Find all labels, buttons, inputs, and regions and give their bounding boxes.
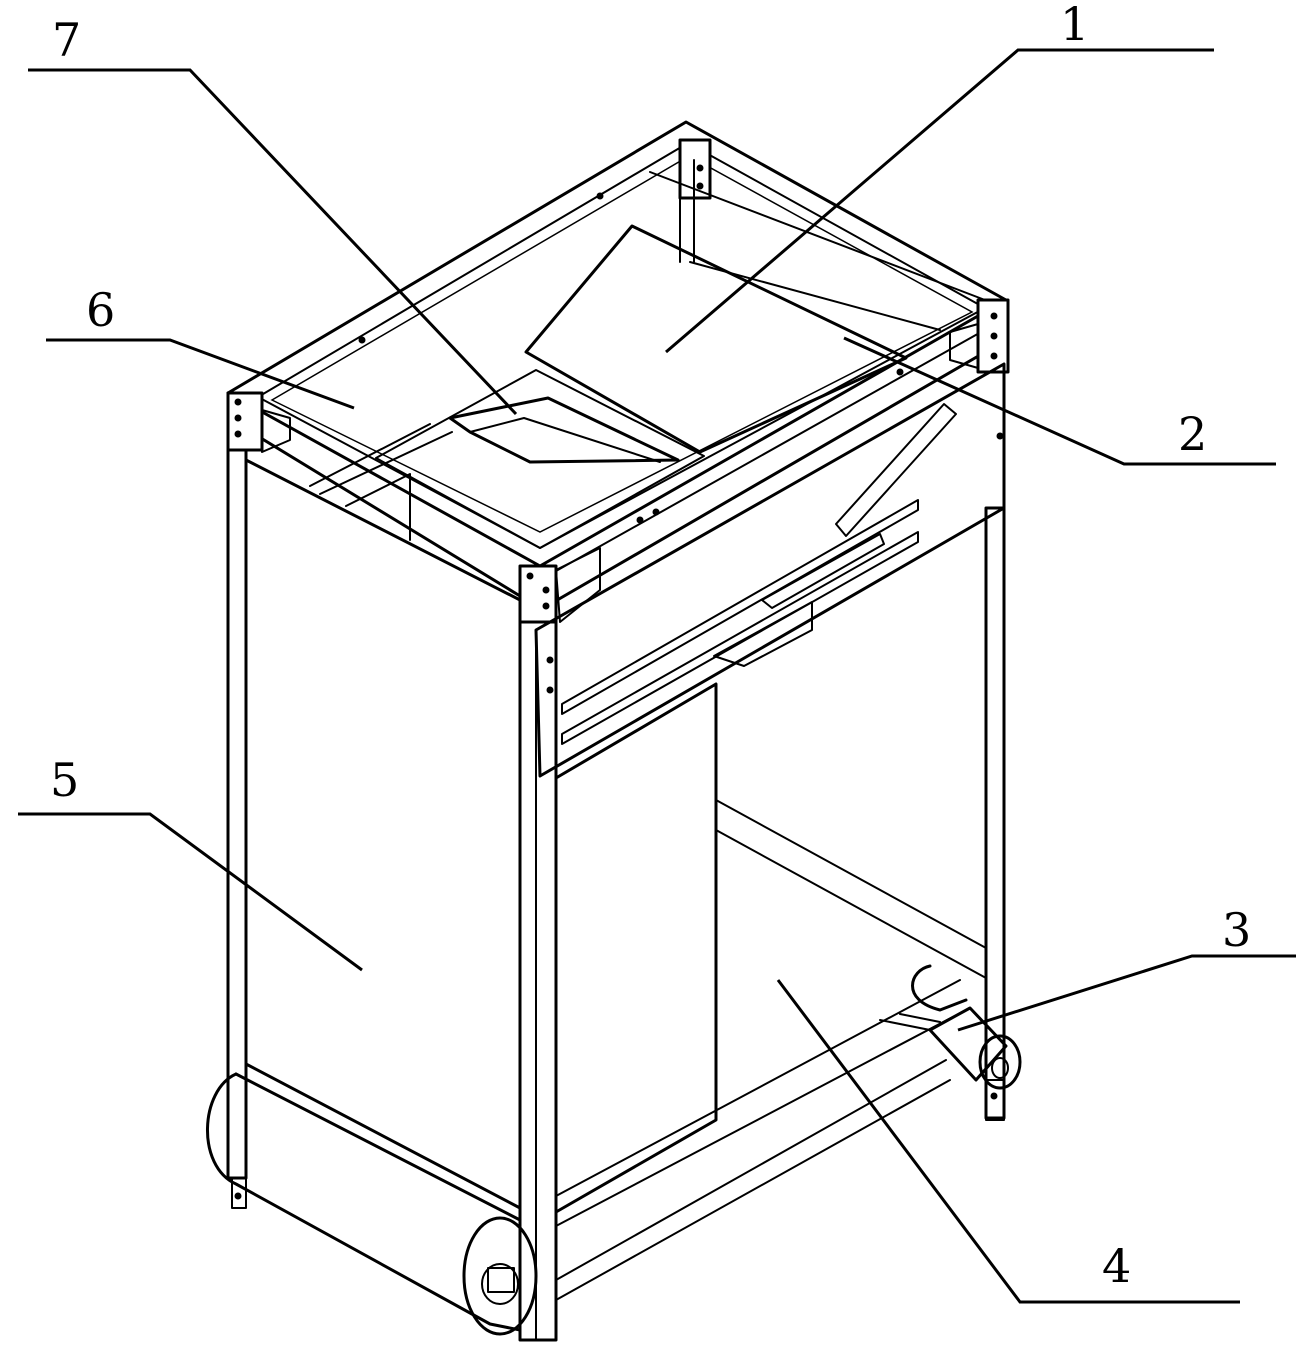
- label-1: 1: [1060, 0, 1089, 51]
- leader-lines: [18, 48, 1296, 1304]
- label-4: 4: [1102, 1239, 1131, 1293]
- bolt-holes: [234, 164, 1004, 1200]
- label-5: 5: [50, 753, 79, 807]
- part-labels: 1 2 3 4 5 6 7: [50, 0, 1251, 1293]
- bottom-frame: [555, 799, 987, 1301]
- label-2: 2: [1178, 407, 1207, 461]
- label-7: 7: [52, 13, 81, 67]
- label-3: 3: [1222, 903, 1251, 957]
- bottom-roller: [206, 1072, 538, 1336]
- left-inner-rails: [309, 423, 453, 541]
- side-panel-5: [244, 458, 522, 1210]
- plate-1: [524, 224, 908, 454]
- motor-3: [879, 964, 1022, 1090]
- label-6: 6: [86, 283, 115, 337]
- plate-7: [375, 369, 705, 549]
- hanging-sheet-4: [554, 682, 718, 1214]
